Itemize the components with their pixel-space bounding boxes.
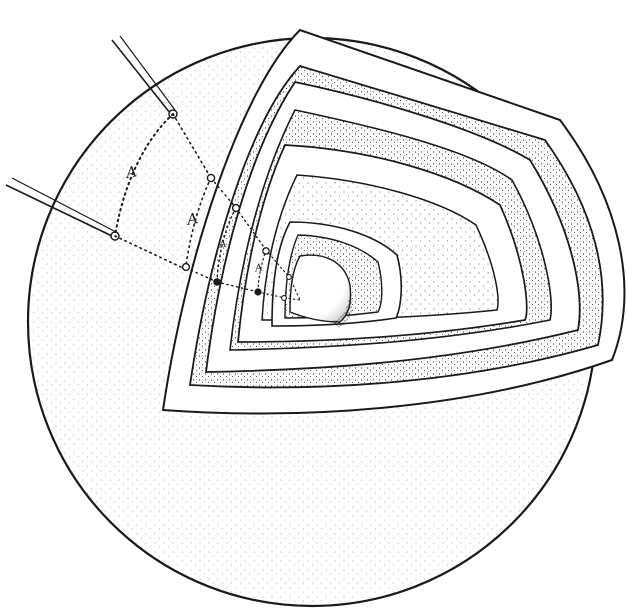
node	[263, 248, 269, 254]
node	[233, 205, 240, 212]
node	[214, 279, 220, 285]
node	[282, 296, 287, 301]
node	[183, 264, 190, 271]
node	[255, 289, 261, 295]
node	[287, 275, 292, 280]
node	[207, 174, 214, 181]
